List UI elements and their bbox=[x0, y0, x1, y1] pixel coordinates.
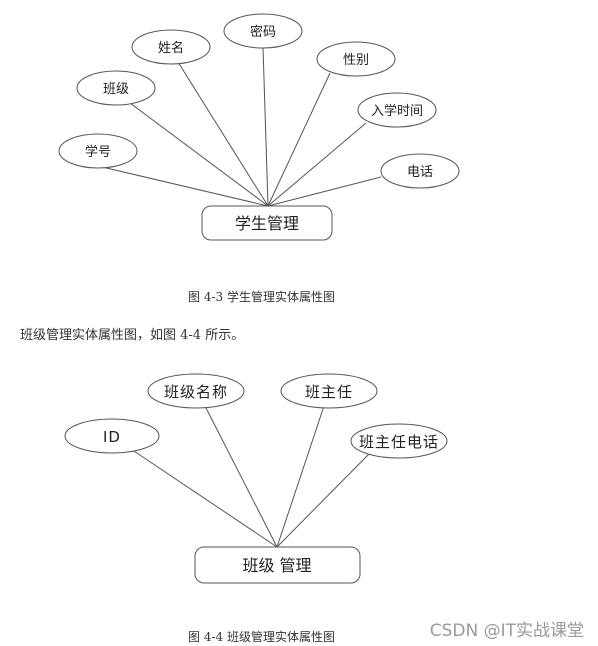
attribute-label-banjimingcheng: 班级名称 bbox=[164, 383, 228, 401]
attribute-ellipse-xuehao bbox=[58, 133, 138, 169]
entity-box-student bbox=[201, 205, 333, 241]
attribute-ellipse-xingming bbox=[131, 29, 211, 65]
attribute-ellipse-banjimingcheng bbox=[147, 373, 245, 409]
relation-line-xingbie bbox=[267, 72, 331, 207]
attribute-label-banzhurendianhua: 班主任电话 bbox=[359, 433, 439, 451]
entity-label-student: 学生管理 bbox=[235, 214, 299, 233]
relation-line-banzhuren bbox=[276, 405, 325, 548]
watermark: CSDN @IT实战课堂 bbox=[429, 621, 584, 641]
relation-line-mima bbox=[262, 46, 269, 207]
relation-lines-2 bbox=[127, 405, 371, 548]
attribute-label-dianhua: 电话 bbox=[407, 165, 433, 180]
attribute-ellipse-ruxueshijian bbox=[357, 92, 437, 128]
relation-line-banzhurendianhua bbox=[276, 452, 371, 548]
attribute-label-banzhuren: 班主任 bbox=[305, 383, 353, 401]
relation-lines bbox=[97, 46, 382, 207]
entity-label-class: 班级 管理 bbox=[242, 556, 311, 575]
figure-class-management: ID 班级名称 班主任 班主任电话 班级 管理 bbox=[64, 373, 448, 584]
relation-line-id bbox=[127, 446, 278, 548]
attribute-label-mima: 密码 bbox=[250, 24, 276, 40]
attribute-label-banji: 班级 bbox=[103, 82, 129, 97]
attribute-ellipse-id bbox=[64, 418, 160, 454]
attribute-label-xingming: 姓名 bbox=[158, 40, 184, 56]
figure-caption-student: 图 4-3 学生管理实体属性图 bbox=[188, 290, 335, 304]
attribute-label-xingbie: 性别 bbox=[343, 53, 369, 68]
attribute-ellipse-banzhuren bbox=[280, 373, 378, 409]
body-paragraph: 班级管理实体属性图，如图 4-4 所示。 bbox=[20, 328, 245, 343]
attribute-label-xuehao: 学号 bbox=[85, 144, 111, 160]
attribute-ellipse-dianhua bbox=[380, 153, 460, 189]
attribute-ellipse-banzhurendianhua bbox=[350, 423, 448, 459]
attribute-ellipse-xingbie bbox=[316, 41, 396, 77]
figure-caption-class: 图 4-4 班级管理实体属性图 bbox=[188, 630, 335, 644]
entity-box-class bbox=[194, 546, 361, 584]
relation-line-ruxueshijian bbox=[267, 122, 367, 207]
relation-line-banjimingcheng bbox=[204, 405, 278, 548]
figure-student-management: 学号 班级 姓名 密码 性别 入学时间 电话 学生管理 bbox=[58, 13, 460, 241]
relation-line-xingming bbox=[177, 61, 269, 207]
attribute-ellipse-mima bbox=[223, 13, 303, 49]
attribute-ellipse-banji bbox=[76, 70, 156, 106]
attribute-label-id: ID bbox=[103, 428, 121, 446]
relation-line-dianhua bbox=[267, 176, 382, 207]
relation-line-banji bbox=[129, 102, 269, 207]
relation-line-xuehao bbox=[97, 165, 269, 207]
attribute-label-ruxueshijian: 入学时间 bbox=[371, 103, 423, 119]
